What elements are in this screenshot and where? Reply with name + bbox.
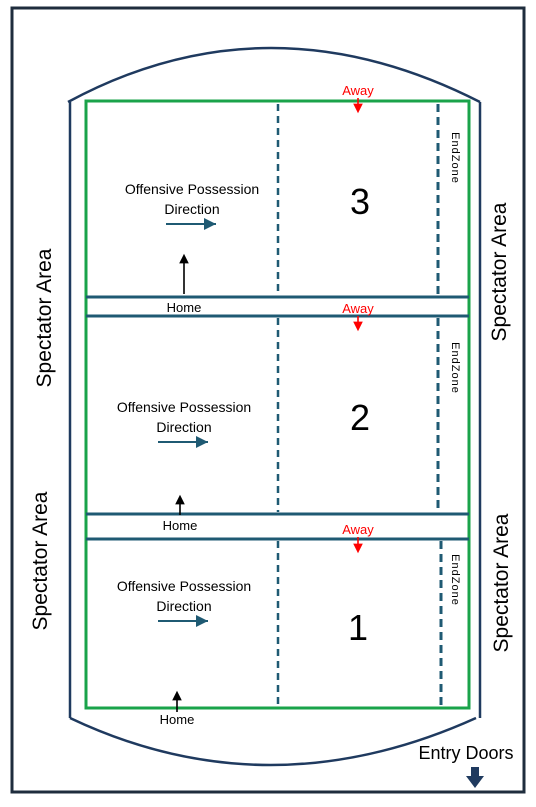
possession-label: Direction — [156, 598, 211, 614]
entry-doors-label: Entry Doors — [418, 743, 513, 763]
away-label: Away — [342, 522, 374, 537]
arena-outline — [67, 46, 482, 767]
away-label: Away — [342, 83, 374, 98]
field-3: Offensive Possession Direction 3 Away En… — [125, 83, 461, 315]
home-label: Home — [167, 300, 202, 315]
possession-label: Offensive Possession — [125, 181, 259, 197]
building-frame — [10, 6, 526, 794]
away-label: Away — [342, 301, 374, 316]
down-arrow-icon — [466, 767, 484, 788]
home-label: Home — [163, 518, 198, 533]
field-2: Offensive Possession Direction 2 Away En… — [117, 301, 461, 533]
possession-label: Direction — [156, 419, 211, 435]
endzone-label: EndZone — [449, 342, 461, 394]
possession-label: Offensive Possession — [117, 578, 251, 594]
spectator-area-right-bottom: Spectator Area — [490, 513, 513, 652]
endzone-label: EndZone — [449, 554, 461, 606]
home-label: Home — [160, 712, 195, 727]
field-number: 3 — [350, 181, 370, 222]
spectator-area-left-bottom: Spectator Area — [29, 491, 52, 630]
field-1: Offensive Possession Direction 1 Away En… — [117, 522, 461, 727]
possession-label: Offensive Possession — [117, 399, 251, 415]
field-boundary — [84, 99, 471, 710]
spectator-area-right-top: Spectator Area — [488, 202, 511, 341]
field-number: 2 — [350, 397, 370, 438]
possession-label: Direction — [164, 201, 219, 217]
endzone-label: EndZone — [449, 132, 461, 184]
field-separators — [86, 295, 469, 541]
field-number: 1 — [348, 607, 368, 648]
spectator-area-left-top: Spectator Area — [33, 248, 56, 387]
